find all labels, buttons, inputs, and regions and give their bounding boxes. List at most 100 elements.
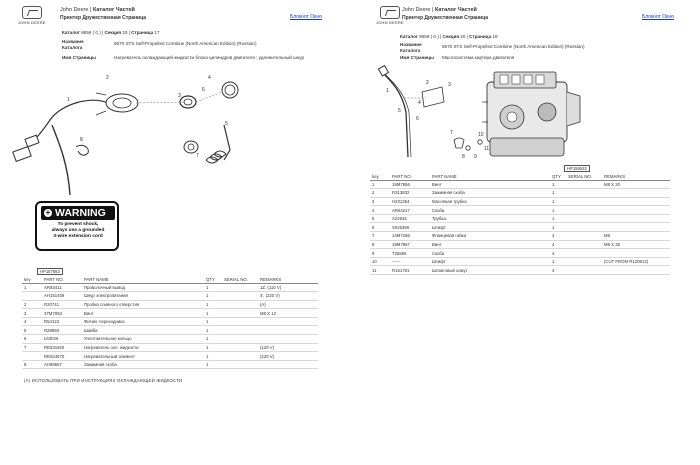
cell-serial-no	[566, 205, 602, 215]
cell-part-name: Проволочный вывод	[82, 283, 204, 293]
bracket-part	[421, 86, 445, 108]
column-header: SERIAL NO.	[568, 173, 592, 179]
cell-remarks	[602, 265, 670, 276]
cell-part-no: R313832	[390, 188, 430, 198]
cell-key: 9	[370, 248, 390, 258]
john-deere-logo: JOHN DEERE	[18, 6, 48, 28]
cell-key: 3	[370, 197, 390, 207]
callout-6: 6	[202, 87, 205, 93]
column-header: REMARKS	[604, 173, 626, 179]
cell-part-no: AH151459	[42, 291, 82, 301]
table-header-row: key PART NO. PART NAME QTY SERIAL NO. RE…	[370, 173, 670, 180]
cell-qty: 4	[550, 240, 566, 250]
callout-7: 7	[196, 153, 199, 159]
warning-title: WARNING	[55, 207, 106, 219]
cell-remarks: M8 X 25	[602, 240, 670, 250]
cell-serial-no	[566, 265, 602, 276]
header-subtitle: Принтер Дружественная Страница	[60, 15, 147, 21]
warning-line: 3-wire extension cord	[53, 234, 103, 239]
cell-part-no: R20741	[42, 300, 82, 310]
cell-remarks: (220 V)	[258, 351, 318, 361]
cell-key: 10	[370, 257, 390, 267]
cell-remarks: 4', (220 V)	[258, 291, 318, 301]
cell-part-name: Шнур электропитания	[82, 291, 204, 301]
header-subtitle: Принтер Дружественная Страница	[402, 15, 489, 21]
figure-tag: HP156532	[564, 165, 590, 172]
cell-remarks	[258, 360, 318, 370]
cell-part-name: Уплотнительное кольцо	[82, 334, 204, 344]
callout-11: 11	[484, 146, 489, 152]
cell-serial-no	[566, 197, 602, 207]
cell-part-no: RE531920	[42, 343, 82, 353]
cell-serial-no	[566, 231, 602, 241]
column-header: QTY	[552, 173, 561, 179]
catalog-name: 9570 STS Self-Propelled Combine (North A…	[442, 44, 585, 49]
cell-part-name: Штифт	[430, 257, 550, 267]
catalog-location: Каталог 9659 ( 0 ) | Секция 20 | Страниц…	[400, 34, 498, 39]
cell-serial-no	[566, 257, 602, 267]
cell-remarks: (CUT FROM R120813)	[602, 257, 670, 267]
cell-part-no: AR93411	[42, 283, 82, 293]
column-header: PART NO.	[44, 276, 64, 282]
cell-part-no: V026396	[390, 222, 430, 233]
cell-part-name: Шайба	[82, 325, 204, 336]
parts-table: key PART NO. PART NAME QTY SERIAL NO. RE…	[22, 276, 318, 370]
callout-2: 2	[426, 80, 429, 86]
cell-qty: 1	[204, 334, 222, 344]
cell-qty: 4	[550, 248, 566, 258]
cell-key: 6	[22, 334, 42, 344]
cell-part-no: H231354	[390, 197, 430, 207]
callout-8: 8	[462, 154, 465, 160]
cell-part-no: T26555	[390, 248, 430, 258]
cell-key: 11	[370, 265, 390, 276]
brand-name: John Deere	[60, 7, 89, 13]
cell-part-name: Зажимная скоба	[82, 360, 204, 370]
deer-icon	[22, 6, 42, 19]
header-title: John Deere | Каталог Частей	[60, 7, 135, 13]
notepad-window-link[interactable]: Блокнот Окно	[290, 14, 322, 20]
warning-line: always use a grounded	[51, 228, 105, 233]
cell-qty: 1	[550, 205, 566, 215]
cell-key: 6	[370, 222, 390, 233]
extension-cord-line	[51, 124, 71, 196]
callout-7: 7	[450, 130, 453, 136]
notepad-window-link[interactable]: Блокнот Окно	[642, 14, 674, 20]
cell-qty: 1	[204, 351, 222, 361]
cell-part-no: 19M7866	[390, 180, 430, 190]
page-name-label: Имя Страницы	[400, 55, 434, 60]
cell-part-name: Нагреватель охл. жидкости	[82, 343, 204, 353]
figure-tag: HP157683	[37, 268, 63, 275]
callout-10: 10	[478, 132, 484, 138]
cell-part-no: A24915	[390, 214, 430, 224]
callout-8: 8	[80, 137, 83, 143]
cell-remarks	[602, 188, 670, 198]
power-plug	[12, 145, 32, 163]
cell-part-name: Фитинг переходника	[82, 317, 204, 327]
cell-serial-no	[566, 188, 602, 198]
cell-part-no: R161781	[390, 265, 430, 276]
callout-9: 9	[474, 154, 477, 160]
cell-part-name: Скоба	[430, 248, 550, 258]
cell-part-no: RE524670	[42, 351, 82, 361]
oil-tube-line	[381, 71, 409, 158]
cell-remarks: M6	[602, 231, 670, 241]
callout-3: 3	[448, 82, 451, 88]
column-header: QTY	[206, 276, 215, 282]
cell-key: 7	[22, 343, 42, 353]
cell-remarks	[602, 205, 670, 215]
cell-remarks: (120 V)	[258, 343, 318, 353]
callout-4: 4	[208, 75, 211, 81]
cell-qty: 1	[204, 325, 222, 336]
clamp-part	[75, 144, 89, 156]
clamp-part	[453, 137, 465, 149]
coolant-heater-part	[205, 150, 227, 164]
cell-serial-no	[222, 283, 258, 293]
